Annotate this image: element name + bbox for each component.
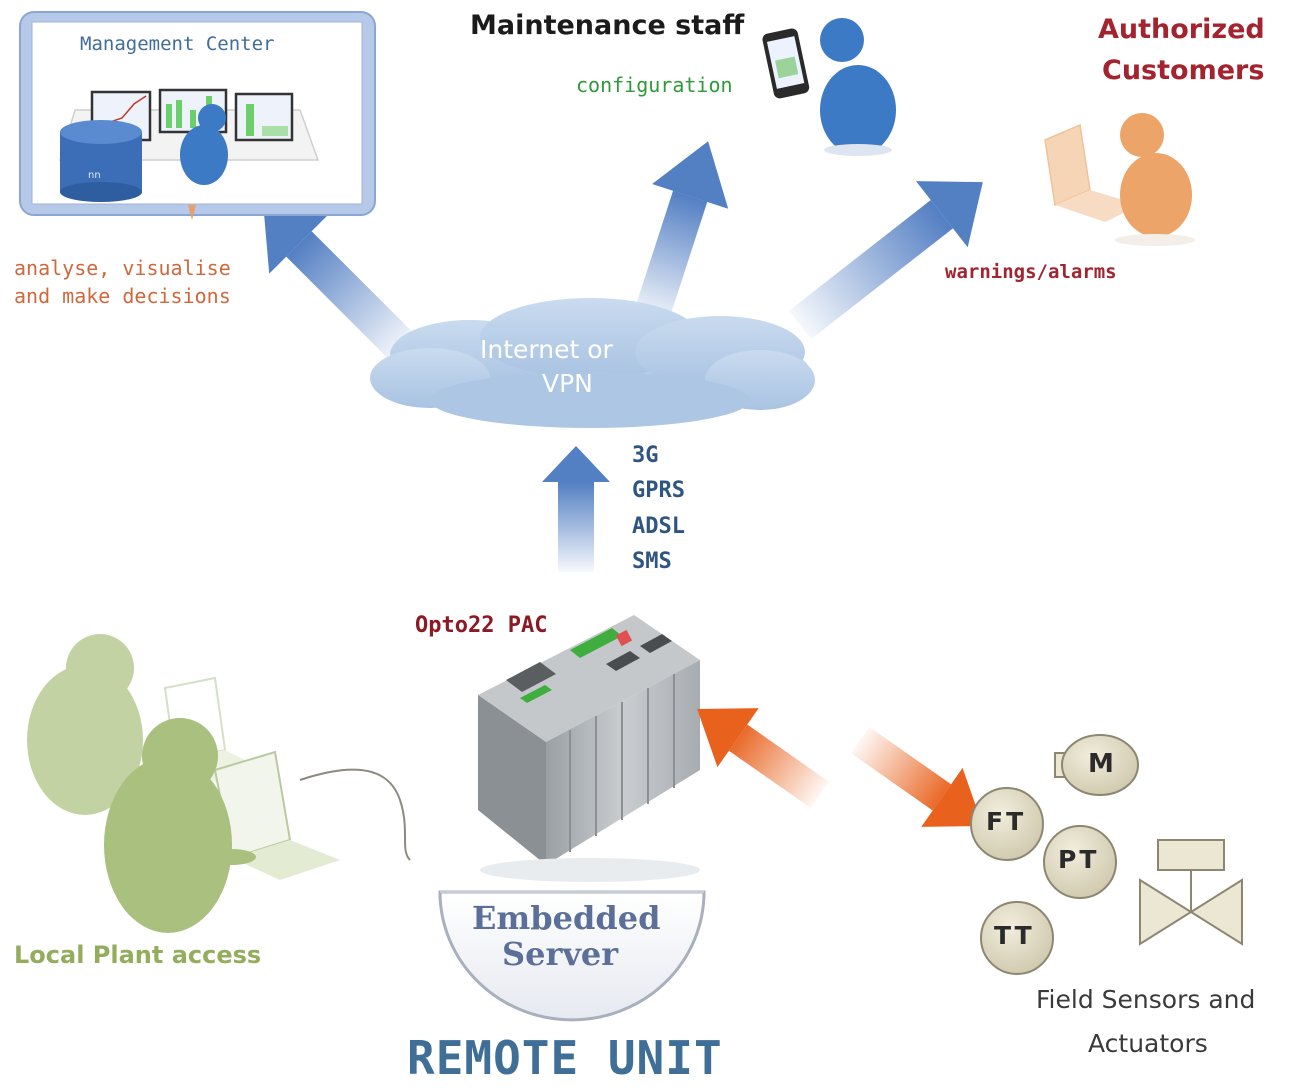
sensor-label-pt: PT <box>1058 845 1100 874</box>
maintenance-title: Maintenance staff <box>470 10 745 41</box>
sensor-label-m: M <box>1088 749 1114 779</box>
remote-unit-title: REMOTE UNIT <box>407 1031 723 1085</box>
local-person-icon-2 <box>104 718 256 933</box>
pac-label: Opto22 PAC <box>415 613 548 638</box>
ft-sensor <box>970 787 1044 861</box>
analyse-label-line1: analyse, visualise <box>14 256 231 280</box>
local-laptop-icon-2 <box>213 750 411 880</box>
embedded-server-bowl <box>438 890 706 1022</box>
opto22-pac-device <box>478 615 700 882</box>
local-plant-access-label: Local Plant access <box>14 941 262 969</box>
maintenance-person-icon <box>820 18 896 156</box>
sensor-label-tt: TT <box>994 921 1035 950</box>
svg-text:nn: nn <box>88 170 101 181</box>
pac-field-bidirectional-arrow <box>697 708 983 827</box>
management-center-title: Management Center <box>80 33 275 55</box>
person-icon <box>180 104 228 185</box>
arrow-to-maintenance <box>632 141 729 326</box>
link-label-3g: 3G <box>632 443 659 468</box>
link-label-adsl: ADSL <box>632 514 685 539</box>
configuration-label: configuration <box>576 73 733 97</box>
customers-title-line2: Customers <box>1102 55 1265 86</box>
arrow-pac-to-cloud <box>542 446 610 572</box>
analyse-label-line2: and make decisions <box>14 284 231 308</box>
field-label-line2: Actuators <box>1088 1029 1208 1058</box>
management-center-screen: nn <box>19 11 376 220</box>
link-label-gprs: GPRS <box>632 478 685 503</box>
cloud-label-line2: VPN <box>542 369 593 398</box>
cloud-label-line1: Internet or <box>480 335 613 364</box>
warnings-alarms-label: warnings/alarms <box>945 261 1117 283</box>
field-label-line1: Field Sensors and <box>1036 985 1256 1014</box>
customer-person-icon <box>1115 113 1195 246</box>
monitor-icon <box>90 88 294 142</box>
arrow-to-customers <box>788 181 983 340</box>
embedded-server-line1: Embedded <box>472 899 661 937</box>
sensor-label-ft: FT <box>986 807 1027 836</box>
internet-cloud-icon <box>370 298 815 428</box>
motor-sensor <box>1054 734 1139 796</box>
link-label-sms: SMS <box>632 549 672 574</box>
tt-sensor <box>980 901 1054 975</box>
phone-icon <box>762 28 810 99</box>
local-person-icon-1 <box>27 634 143 815</box>
arrow-to-management-center <box>263 208 418 363</box>
pt-sensor <box>1043 825 1117 899</box>
valve-icon <box>1139 839 1243 946</box>
customer-laptop-icon <box>1044 123 1140 222</box>
embedded-server-line2: Server <box>502 935 619 973</box>
database-icon: nn <box>60 120 142 202</box>
customers-title-line1: Authorized <box>1098 14 1265 45</box>
